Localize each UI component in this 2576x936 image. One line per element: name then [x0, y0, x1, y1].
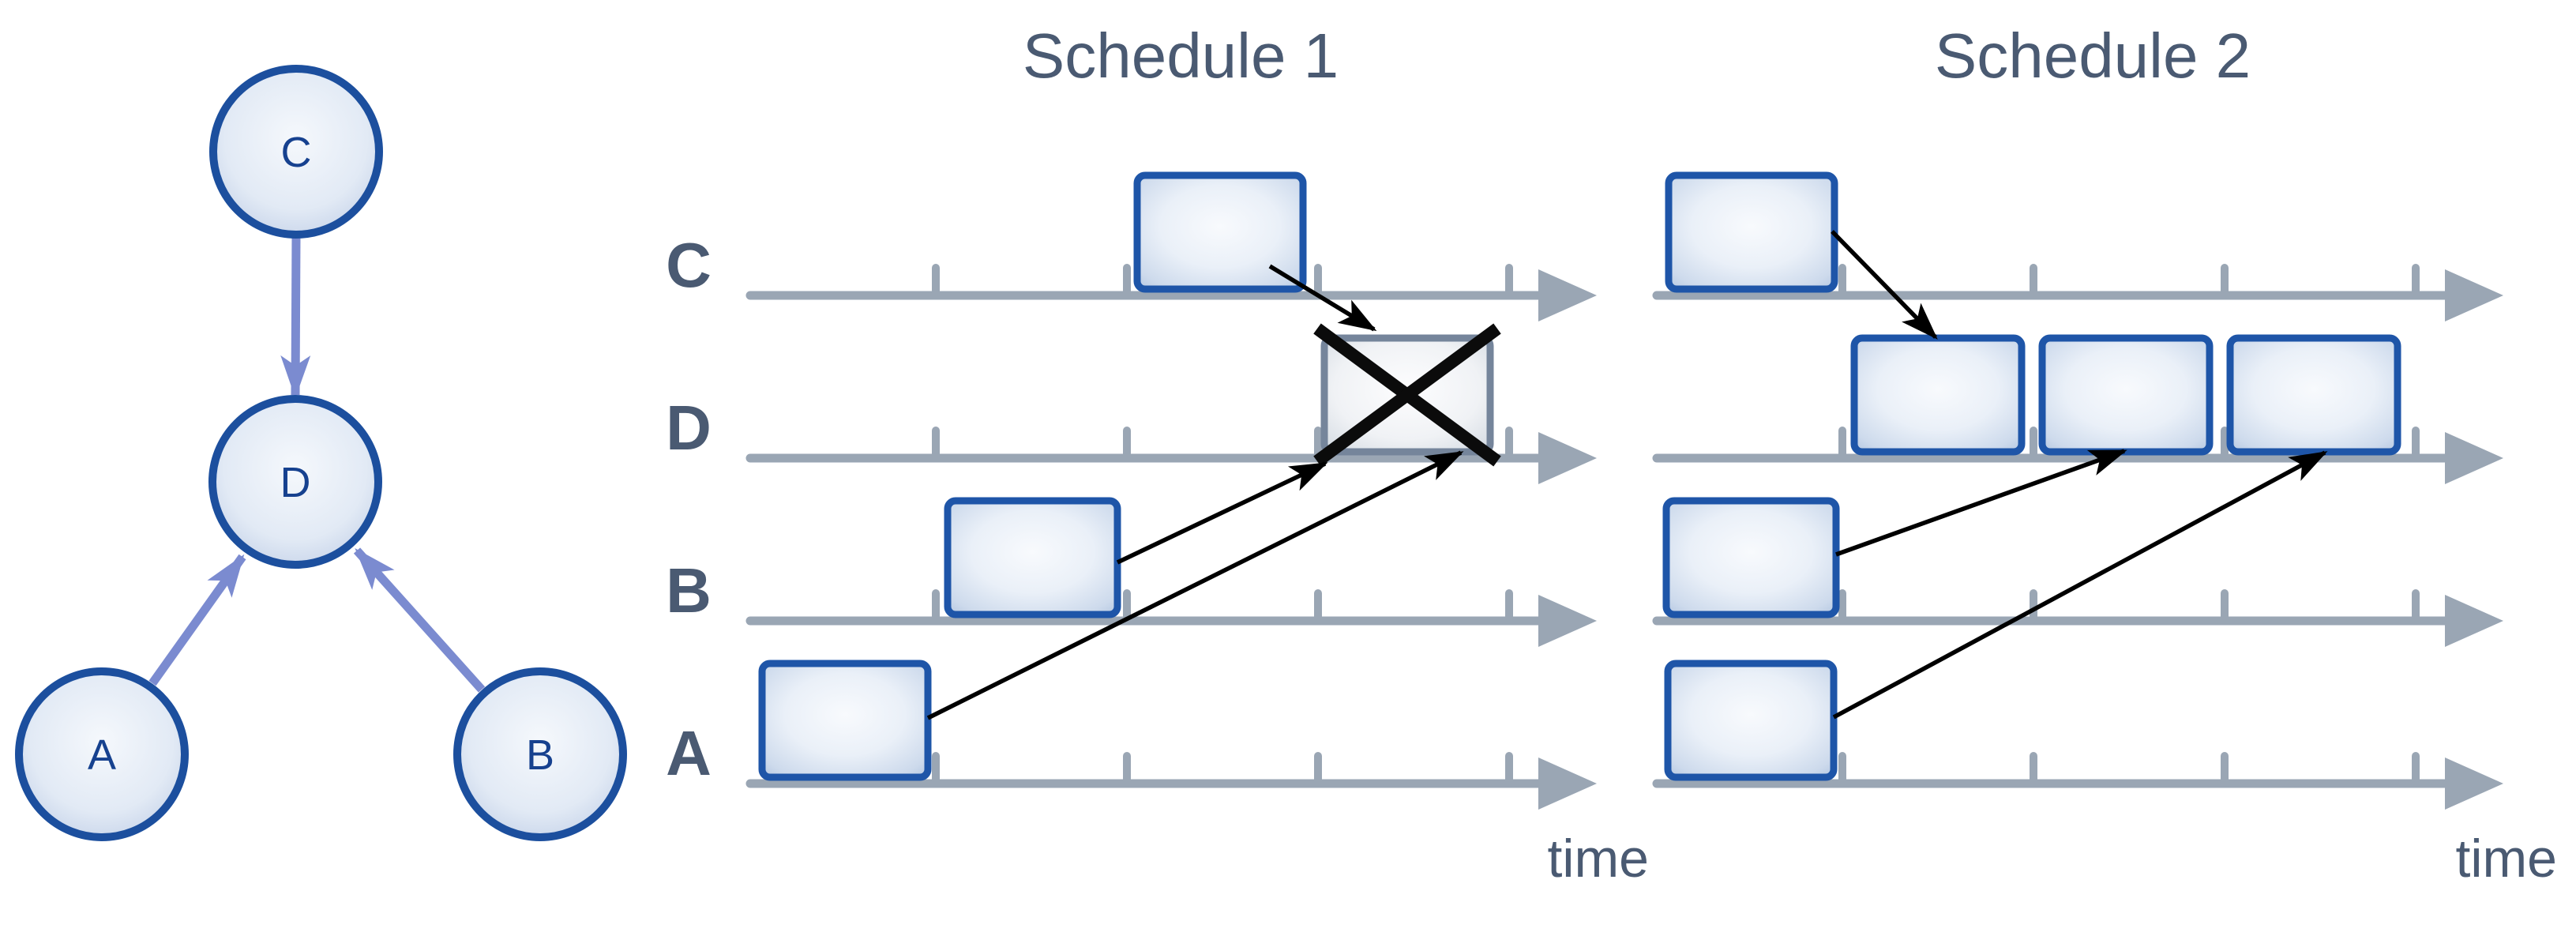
- timeline-tick: [1505, 264, 1513, 297]
- graph-node-b-circle: [453, 667, 627, 841]
- timeline-tick: [2412, 752, 2420, 785]
- timeline-tick: [932, 752, 940, 785]
- timeline-tick: [2221, 752, 2229, 785]
- schedule-2-time-label: time: [2456, 829, 2557, 889]
- schedule-1-task-b: [944, 497, 1121, 618]
- timeline-tick: [2221, 264, 2229, 297]
- schedule-1-arrow-c-to-d: [1268, 264, 1377, 332]
- edge-c-to-d: [280, 235, 311, 398]
- graph-node-d-circle: [208, 395, 382, 569]
- timeline-tick: [1838, 752, 1846, 785]
- edge-a-to-d: [148, 554, 246, 686]
- graph-node-c: C: [209, 65, 383, 239]
- timeline-arrowhead: [1538, 757, 1597, 810]
- timeline-tick: [932, 589, 940, 622]
- timeline-tick: [2221, 589, 2229, 622]
- timeline-tick: [1314, 752, 1322, 785]
- schedule-2-arrow-b-to-d2: [1835, 449, 2127, 557]
- timeline-tick: [1123, 589, 1131, 622]
- dependency-graph: C D A B: [15, 65, 627, 841]
- graph-node-d: D: [208, 395, 382, 569]
- graph-node-a-circle: [15, 667, 189, 841]
- schedule-1-timelines: [745, 264, 1597, 810]
- timeline-arrowhead: [2445, 757, 2503, 810]
- schedule-1-task-d-crossed: [1313, 323, 1501, 467]
- graph-node-a-label: A: [88, 731, 116, 779]
- schedule-1-row-label-c: C: [666, 230, 712, 300]
- timeline-tick: [932, 427, 940, 460]
- schedule-2-task-d2: [2038, 334, 2214, 456]
- timeline-tick: [1314, 264, 1322, 297]
- timeline-arrowhead: [2445, 269, 2503, 321]
- graph-node-b-label: B: [526, 731, 554, 779]
- schedule-1: Schedule 1 C D B A: [666, 21, 1649, 889]
- schedule-2-task-a: [1664, 660, 1838, 781]
- graph-node-c-label: C: [281, 129, 312, 176]
- timeline-arrowhead: [2445, 432, 2503, 484]
- timeline-tick: [1505, 589, 1513, 622]
- timeline-tick: [2030, 427, 2037, 460]
- schedule-1-task-c: [1133, 171, 1307, 293]
- timeline-arrowhead: [1538, 432, 1597, 484]
- timeline-tick: [2412, 589, 2420, 622]
- timeline-tick: [1123, 752, 1131, 785]
- schedule-2-arrow-c-to-d1: [1831, 230, 1938, 340]
- timeline-tick: [1838, 589, 1846, 622]
- schedule-1-row-label-d: D: [666, 393, 712, 463]
- timeline-tick: [1505, 427, 1513, 460]
- schedule-2-title: Schedule 2: [1935, 21, 2251, 91]
- timeline-tick: [932, 264, 940, 297]
- cross-x-stroke: [1313, 323, 1501, 467]
- schedule-2: Schedule 2: [1652, 21, 2557, 889]
- graph-node-b: B: [453, 667, 627, 841]
- timeline-tick: [2412, 264, 2420, 297]
- schedule-1-arrow-a-to-d: [926, 450, 1464, 720]
- graph-node-a: A: [15, 667, 189, 841]
- schedule-2-task-b: [1662, 497, 1840, 618]
- timeline-tick: [1314, 589, 1322, 622]
- timeline-tick: [1123, 427, 1131, 460]
- schedule-1-row-label-b: B: [666, 555, 712, 626]
- schedule-1-arrow-b-to-d: [1116, 461, 1328, 565]
- schedule-2-task-c: [1665, 171, 1838, 293]
- graph-node-d-label: D: [280, 459, 311, 506]
- timeline-tick: [2412, 427, 2420, 460]
- edge-b-to-d: [353, 547, 486, 693]
- timeline-tick: [1505, 752, 1513, 785]
- timeline-arrowhead: [1538, 595, 1597, 647]
- schedule-2-arrow-a-to-d3: [1832, 450, 2328, 720]
- timeline-tick: [1838, 264, 1846, 297]
- graph-node-c-circle: [209, 65, 383, 239]
- timeline-arrowhead: [1538, 269, 1597, 321]
- timeline-tick: [1838, 427, 1846, 460]
- timeline-tick: [2030, 264, 2037, 297]
- timeline-arrowhead: [2445, 595, 2503, 647]
- timeline-tick: [2030, 589, 2037, 622]
- timeline-tick: [2030, 752, 2037, 785]
- schedule-1-title: Schedule 1: [1023, 21, 1339, 91]
- schedule-2-task-d1: [1850, 334, 2026, 456]
- schedule-2-task-d3: [2226, 334, 2401, 456]
- schedule-1-row-label-a: A: [666, 718, 712, 788]
- timeline-tick: [1123, 264, 1131, 297]
- schedule-1-time-label: time: [1548, 829, 1649, 889]
- schedule-1-task-a: [758, 660, 932, 781]
